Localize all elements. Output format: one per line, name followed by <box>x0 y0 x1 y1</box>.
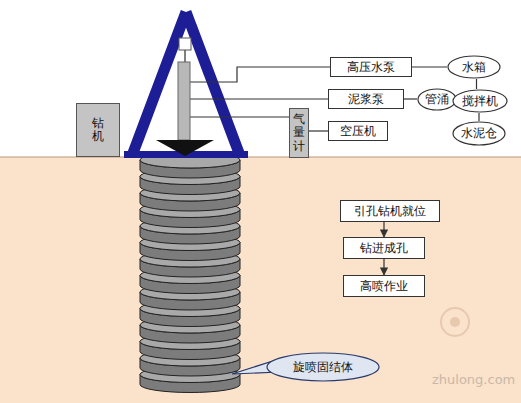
swivel-head <box>179 38 191 50</box>
node-text: 搅拌机 <box>462 94 498 108</box>
supply-line <box>188 98 328 99</box>
ground <box>0 157 521 403</box>
drill-rod <box>178 62 190 140</box>
supply-line <box>188 116 289 117</box>
node-text: 管涌 <box>425 92 449 106</box>
rig-label-box: 钻机 <box>76 103 120 157</box>
equipment-ellipse: 搅拌机 <box>452 89 508 113</box>
node-text: 旋喷固结体 <box>293 360 353 374</box>
connector <box>476 79 477 89</box>
process-box: 高喷作业 <box>343 275 425 297</box>
node-text: 高喷作业 <box>360 279 408 293</box>
connector <box>478 113 479 121</box>
node-text: 水箱 <box>462 60 486 74</box>
node-text: 水泥仓 <box>461 126 497 140</box>
jet-grout-column <box>140 152 240 392</box>
gauge-box: 气量计 <box>289 108 309 158</box>
connector <box>383 259 384 275</box>
process-box: 钻进成孔 <box>343 237 425 259</box>
outline <box>453 90 507 112</box>
supply-line <box>188 67 330 82</box>
process-box: 引孔钻机就位 <box>340 200 440 222</box>
watermark: zhulong.com <box>432 372 515 387</box>
connector <box>309 130 328 131</box>
outline <box>418 89 456 110</box>
node-text: 钻进成孔 <box>360 241 408 255</box>
node-text: 气量计 <box>293 113 305 153</box>
outline <box>267 353 379 381</box>
outline <box>453 122 505 145</box>
node-text: 引孔钻机就位 <box>354 204 426 218</box>
equipment-box: 空压机 <box>328 121 388 141</box>
node-text: 高压水泵 <box>347 60 395 74</box>
connector <box>404 98 417 99</box>
outline <box>448 56 500 78</box>
connector <box>412 66 447 67</box>
hoist-wire <box>184 50 186 62</box>
node-text: 空压机 <box>340 124 376 138</box>
equipment-ellipse: 管涌 <box>417 88 457 111</box>
equipment-box: 高压水泵 <box>330 57 412 77</box>
connector <box>383 222 384 237</box>
equipment-box: 泥浆泵 <box>328 89 404 109</box>
drill-bit <box>156 140 214 156</box>
node-text: 泥浆泵 <box>348 92 384 106</box>
callout-bubble: 旋喷固结体 <box>266 352 380 382</box>
node-text: 钻机 <box>92 117 104 143</box>
watermark-logo <box>441 308 469 336</box>
equipment-ellipse: 水箱 <box>447 55 501 79</box>
equipment-ellipse: 水泥仓 <box>452 121 506 146</box>
